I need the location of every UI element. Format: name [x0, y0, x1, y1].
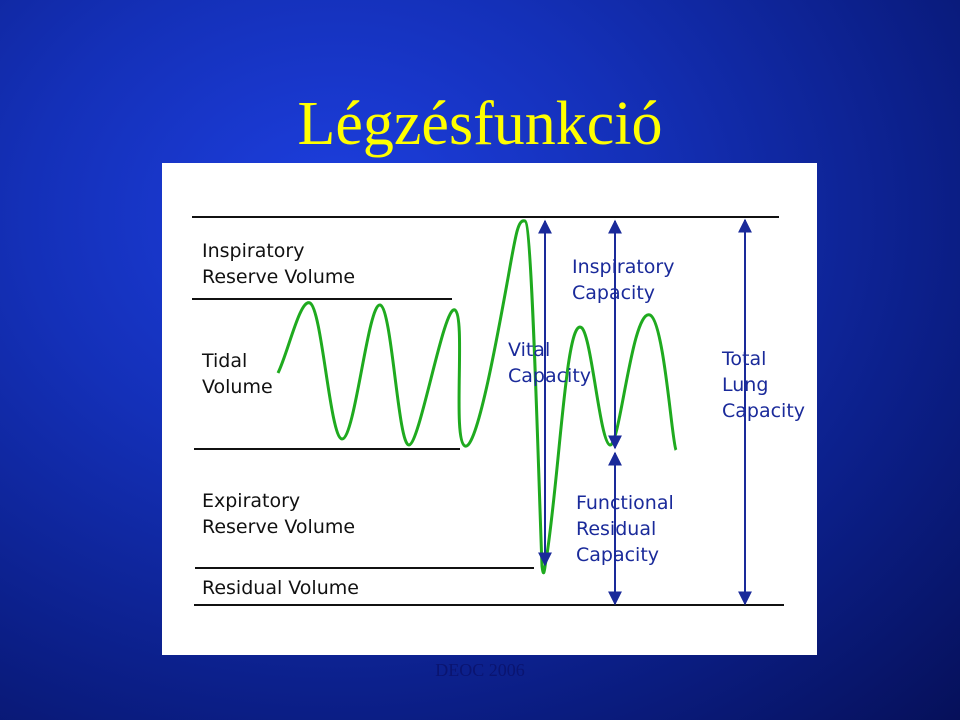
footer-text: DEOC 2006	[435, 660, 525, 680]
label-ic-line1: Inspiratory	[572, 256, 674, 278]
breathing-trace	[276, 219, 678, 575]
label-irv-line2: Reserve Volume	[202, 266, 355, 288]
label-erv-line1: Expiratory	[202, 490, 300, 512]
label-vc-line1: Vital	[508, 339, 550, 361]
label-tidal-line2: Volume	[202, 376, 273, 398]
label-vc-line2: Capacity	[508, 365, 591, 387]
label-frc-line1: Functional	[576, 492, 674, 514]
label-irv-line1: Inspiratory	[202, 240, 304, 262]
label-erv-line2: Reserve Volume	[202, 516, 355, 538]
slide-title: Légzésfunkció	[297, 90, 663, 158]
label-frc-line3: Capacity	[576, 544, 659, 566]
label-tlc-line3: Capacity	[722, 400, 805, 422]
label-tlc-line2: Lung	[722, 374, 768, 396]
lung-volume-diagram: Inspiratory Reserve Volume Tidal Volume …	[162, 163, 817, 655]
diagram-canvas: Inspiratory Reserve Volume Tidal Volume …	[192, 216, 805, 606]
label-ic-line2: Capacity	[572, 282, 655, 304]
label-frc-line2: Residual	[576, 518, 656, 540]
label-residual-volume: Residual Volume	[202, 577, 359, 599]
label-tidal-line1: Tidal	[201, 350, 247, 372]
label-tlc-line1: Total	[721, 348, 766, 370]
